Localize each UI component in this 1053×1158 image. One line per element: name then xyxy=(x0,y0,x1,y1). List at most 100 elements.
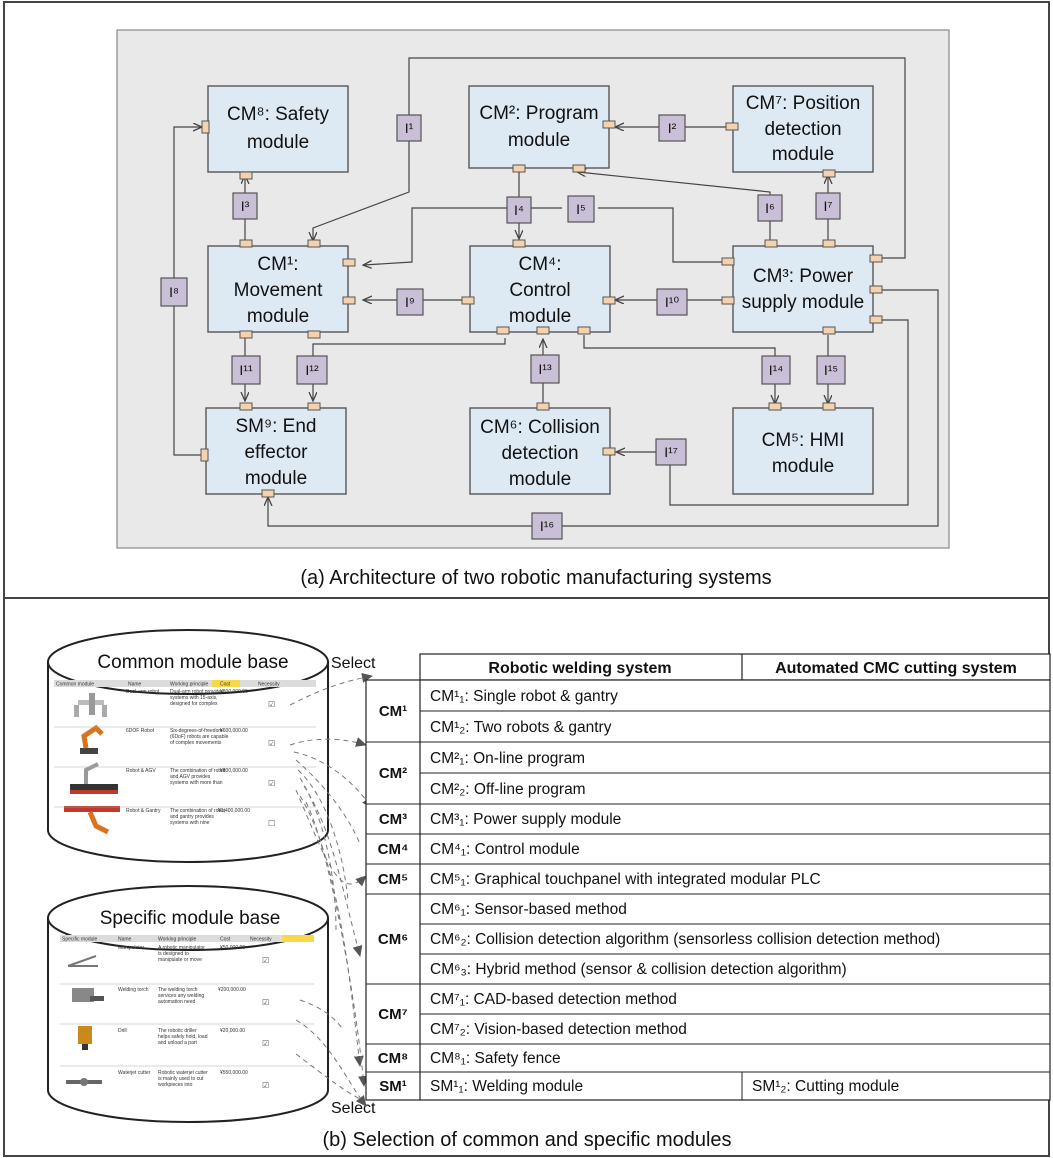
svg-text:☐: ☐ xyxy=(268,819,275,828)
svg-text:Cost: Cost xyxy=(220,682,231,688)
svg-text:Robot & AGV: Robot & AGV xyxy=(126,768,156,774)
svg-text:(6DoF) robots are capable: (6DoF) robots are capable xyxy=(170,734,229,740)
svg-text:effector: effector xyxy=(244,442,308,463)
module-cm4: CM⁴: Control module xyxy=(469,245,611,333)
interface-i4: I⁴ xyxy=(506,196,532,224)
svg-text:The combination of robot: The combination of robot xyxy=(170,808,226,814)
interface-i7: I⁷ xyxy=(815,192,841,220)
svg-text:6DOF Robot: 6DOF Robot xyxy=(126,728,155,734)
svg-text:helps safely hold, load: helps safely hold, load xyxy=(158,1034,208,1040)
group-cm3: CM³ xyxy=(379,811,407,828)
svg-text:of complex movements: of complex movements xyxy=(170,740,222,746)
interface-i8: I⁸ xyxy=(160,277,188,307)
svg-text:¥550,000.00: ¥550,000.00 xyxy=(220,1070,248,1076)
option-cm7-2: CM⁷₂: Vision-based detection method xyxy=(430,1021,687,1038)
svg-text:Control: Control xyxy=(509,280,570,301)
welding-torch-icon xyxy=(72,988,104,1002)
svg-text:module: module xyxy=(509,306,571,327)
svg-text:Six-degrees-of-freedom: Six-degrees-of-freedom xyxy=(170,728,223,734)
selection-panel: Common module base Common module Name Wo… xyxy=(47,629,1051,1151)
6dof-robot-icon xyxy=(80,724,104,754)
svg-text:I¹³: I¹³ xyxy=(538,361,552,377)
module-cm2: CM²: Program module xyxy=(468,85,610,169)
svg-text:and gantry provides: and gantry provides xyxy=(170,814,214,820)
svg-text:☑: ☑ xyxy=(262,998,269,1007)
svg-text:CM³: Power: CM³: Power xyxy=(753,266,854,287)
group-cm6: CM⁶ xyxy=(378,931,408,948)
specific-row-2: Welding torch The welding torch services… xyxy=(72,987,269,1007)
drill-icon xyxy=(78,1026,92,1050)
option-cm6-1: CM⁶₁: Sensor-based method xyxy=(430,901,627,918)
svg-text:☑: ☑ xyxy=(262,1039,269,1048)
interface-i10: I¹⁰ xyxy=(656,288,688,316)
specific-row-4: Waterjet cutter Robotic waterjet cutter … xyxy=(66,1070,269,1090)
robot-agv-icon xyxy=(70,762,118,794)
svg-text:I⁵: I⁵ xyxy=(576,201,586,217)
svg-text:I¹²: I¹² xyxy=(305,362,319,378)
interface-i2: I² xyxy=(658,114,686,142)
svg-text:manipulate or move: manipulate or move xyxy=(158,957,202,963)
svg-text:workpieces into: workpieces into xyxy=(158,1082,193,1088)
svg-text:¥800,000.00: ¥800,000.00 xyxy=(220,689,248,695)
robot-gantry-icon xyxy=(64,806,120,835)
svg-text:I¹⁷: I¹⁷ xyxy=(664,444,678,460)
group-cm5: CM⁵ xyxy=(378,871,408,888)
svg-text:systems with nine: systems with nine xyxy=(170,820,210,826)
interface-i11: I¹¹ xyxy=(231,355,261,385)
svg-text:I³: I³ xyxy=(241,198,250,214)
interface-i5: I⁵ xyxy=(567,195,595,223)
svg-text:Name: Name xyxy=(118,937,132,943)
svg-text:module: module xyxy=(247,306,309,327)
svg-text:☑: ☑ xyxy=(268,779,275,788)
svg-text:I²: I² xyxy=(668,120,677,136)
interface-i16: I¹⁶ xyxy=(531,512,563,540)
svg-text:I⁴: I⁴ xyxy=(514,202,524,218)
svg-text:I⁷: I⁷ xyxy=(824,198,833,214)
svg-text:The welding torch: The welding torch xyxy=(158,987,198,993)
svg-text:CM⁸: Safety: CM⁸: Safety xyxy=(227,104,329,125)
caption-a: (a) Architecture of two robotic manufact… xyxy=(300,567,771,589)
svg-text:I¹⁰: I¹⁰ xyxy=(665,294,680,310)
svg-text:Necessity: Necessity xyxy=(250,937,272,943)
svg-text:CM¹:: CM¹: xyxy=(257,254,298,275)
option-cm2-2: CM²₂: Off-line program xyxy=(430,781,586,798)
svg-text:is designed to: is designed to xyxy=(158,951,189,957)
option-sm-cutting: SM¹₂: Cutting module xyxy=(752,1078,899,1095)
module-cm8: CM⁸: Safety module xyxy=(207,85,349,173)
svg-text:A robotic manipulator: A robotic manipulator xyxy=(158,945,205,951)
architecture-diagram: CM⁸: Safety module CM²: Program module C… xyxy=(116,29,950,589)
module-cm5: CM⁵: HMI module xyxy=(732,407,874,495)
group-cm8: CM⁸ xyxy=(378,1050,408,1067)
svg-text:Manipulator: Manipulator xyxy=(118,945,144,951)
svg-text:I¹¹: I¹¹ xyxy=(239,362,253,378)
svg-text:☑: ☑ xyxy=(268,700,275,709)
select-label-top: Select xyxy=(331,655,376,672)
svg-text:automation need: automation need xyxy=(158,999,195,1005)
common-base-title: Common module base xyxy=(97,652,288,673)
svg-text:The robotic driller: The robotic driller xyxy=(158,1028,197,1034)
option-cm6-3: CM⁶₃: Hybrid method (sensor & collision … xyxy=(430,961,847,978)
option-cm3-1: CM³₁: Power supply module xyxy=(430,811,621,828)
svg-text:¥600,000.00: ¥600,000.00 xyxy=(220,728,248,734)
option-cm4-1: CM⁴₁: Control module xyxy=(430,841,580,858)
svg-text:detection: detection xyxy=(501,443,578,464)
header-cutting: Automated CMC cutting system xyxy=(775,660,1017,677)
svg-text:The combination of robot: The combination of robot xyxy=(170,768,226,774)
module-cm3: CM³: Power supply module xyxy=(732,245,874,333)
common-row-2: 6DOF Robot Six-degrees-of-freedom (6DoF)… xyxy=(80,724,275,754)
module-cm7: CM⁷: Position detection module xyxy=(732,85,874,173)
svg-text:and AGV provides: and AGV provides xyxy=(170,774,211,780)
svg-text:☑: ☑ xyxy=(268,739,275,748)
svg-text:¥20,000.00: ¥20,000.00 xyxy=(220,1028,245,1034)
svg-text:I¹: I¹ xyxy=(405,120,414,136)
svg-text:I¹⁶: I¹⁶ xyxy=(540,518,554,534)
svg-text:¥1,400,000.00: ¥1,400,000.00 xyxy=(218,808,250,814)
option-sm-welding: SM¹₁: Welding module xyxy=(430,1078,583,1095)
svg-text:detection: detection xyxy=(764,119,841,140)
svg-text:CM⁴:: CM⁴: xyxy=(519,254,562,275)
svg-text:Waterjet cutter: Waterjet cutter xyxy=(118,1070,151,1076)
svg-text:module: module xyxy=(247,132,309,153)
svg-text:¥50,000.00: ¥50,000.00 xyxy=(220,945,245,951)
module-cm1: CM¹: Movement module xyxy=(207,245,349,333)
